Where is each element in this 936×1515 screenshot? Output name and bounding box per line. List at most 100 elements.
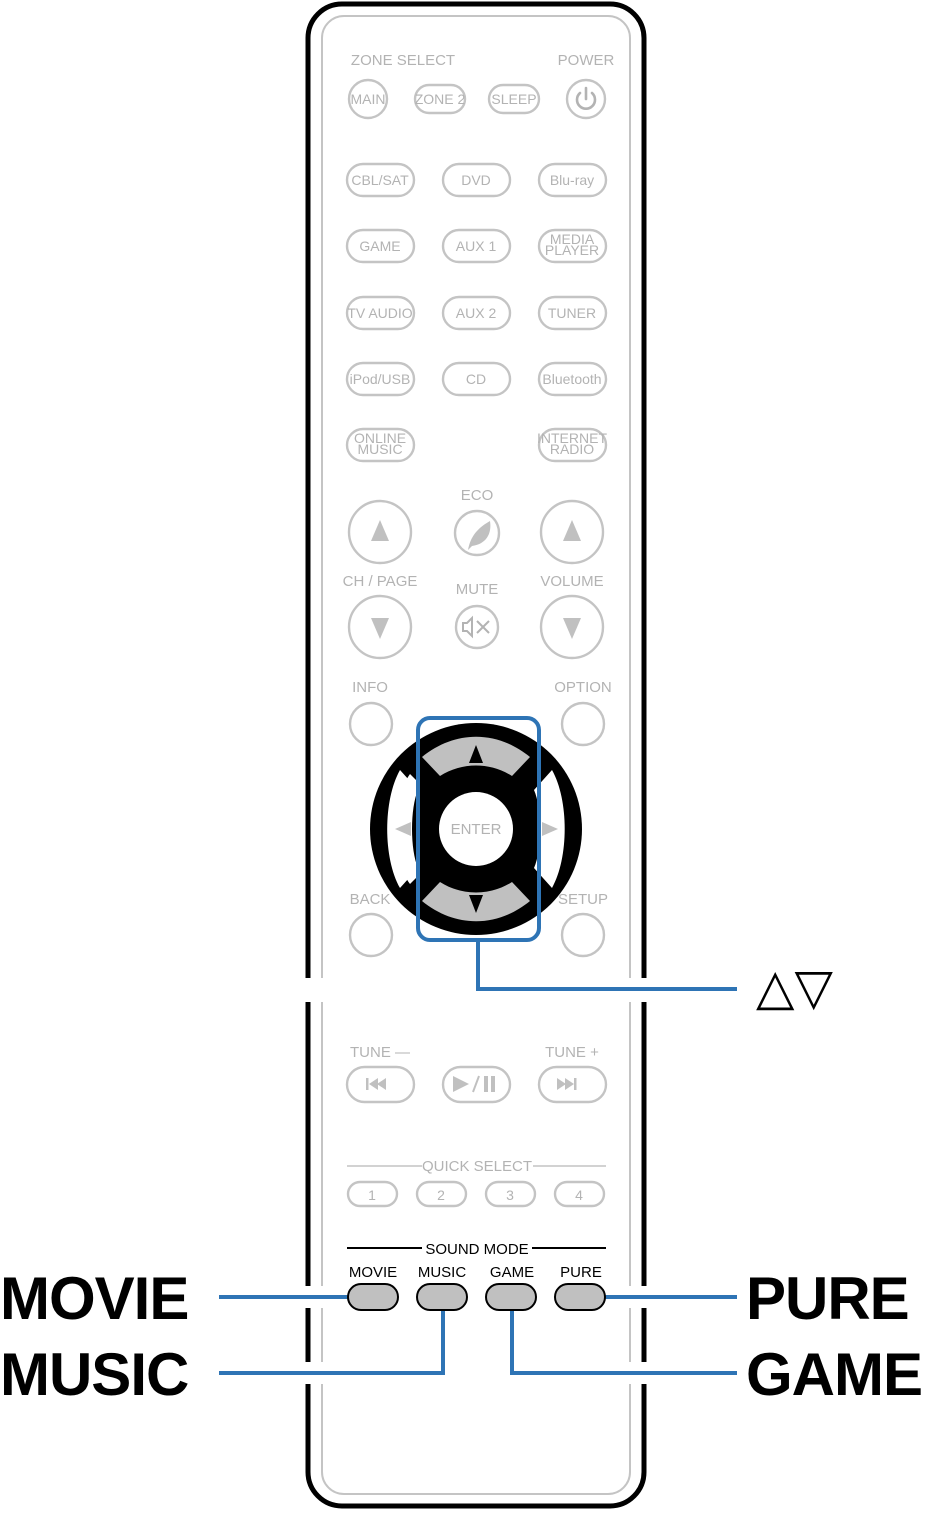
tv-audio-button[interactable]: TV AUDIO (345, 295, 416, 331)
bluray-button[interactable]: Blu-ray (537, 162, 608, 198)
music-button[interactable] (416, 1283, 468, 1311)
quick-select-2-button[interactable]: 2 (415, 1180, 468, 1208)
ch-page-down-button[interactable] (347, 594, 413, 660)
sleep-button[interactable]: SLEEP (487, 83, 541, 115)
up-arrow-icon (371, 520, 389, 541)
ipod-usb-label: iPod/USB (350, 371, 411, 387)
cbl-sat-label: CBL/SAT (351, 172, 409, 188)
eco-button[interactable] (453, 509, 501, 557)
speaker-mute-icon (462, 615, 490, 639)
quick-select-3-button[interactable]: 3 (484, 1180, 537, 1208)
pure-callout: PURE (746, 1265, 910, 1332)
eco-label: ECO (461, 487, 494, 504)
quick-select-label: QUICK SELECT (422, 1158, 532, 1175)
up-arrow-icon (563, 520, 581, 541)
power-button[interactable] (565, 78, 607, 120)
ipod-usb-button[interactable]: iPod/USB (345, 361, 416, 397)
tuner-label: TUNER (548, 305, 596, 321)
tuner-button[interactable]: TUNER (537, 295, 608, 331)
quick-select-2-label: 2 (437, 1187, 445, 1203)
cursor-callout-line (476, 940, 737, 991)
play-pause-button[interactable] (441, 1065, 512, 1104)
down-arrow-icon (371, 618, 389, 639)
cd-label: CD (466, 371, 486, 387)
cursor-up-down-callout: △▽ (756, 958, 833, 1016)
bluray-label: Blu-ray (550, 172, 594, 188)
quick-select-4-button[interactable]: 4 (553, 1180, 606, 1208)
volume-up-button[interactable] (539, 499, 605, 565)
main-button[interactable]: MAIN (347, 78, 389, 120)
quick-select-3-label: 3 (506, 1187, 514, 1203)
zone-select-label: ZONE SELECT (351, 52, 455, 69)
previous-button[interactable] (345, 1065, 416, 1104)
bluetooth-button[interactable]: Bluetooth (537, 361, 608, 397)
right-arrow-icon (542, 822, 558, 836)
pure-button[interactable] (554, 1283, 606, 1311)
previous-icon (366, 1078, 386, 1090)
movie-button-label: MOVIE (349, 1264, 397, 1281)
volume-down-button[interactable] (539, 594, 605, 660)
tune-plus-label: TUNE + (545, 1044, 599, 1061)
quick-select-1-button[interactable]: 1 (346, 1180, 399, 1208)
next-icon (557, 1078, 577, 1090)
cd-button[interactable]: CD (441, 361, 512, 397)
left-arrow-icon (395, 822, 411, 836)
cbl-sat-button[interactable]: CBL/SAT (345, 162, 416, 198)
tv-audio-label: TV AUDIO (347, 305, 412, 321)
aux1-label: AUX 1 (456, 238, 497, 254)
next-button[interactable] (537, 1065, 608, 1104)
info-label: INFO (352, 679, 388, 696)
game-button-label: GAME (490, 1264, 534, 1281)
main-button-label: MAIN (351, 91, 386, 107)
dvd-label: DVD (461, 172, 491, 188)
game-source-label: GAME (359, 238, 400, 254)
back-button[interactable] (348, 912, 394, 958)
ch-page-up-button[interactable] (347, 499, 413, 565)
game-callout-line (510, 1300, 737, 1375)
down-arrow-icon (469, 895, 483, 913)
enter-label: ENTER (451, 821, 502, 838)
mute-label: MUTE (456, 581, 499, 598)
up-arrow-icon (469, 745, 483, 763)
play-pause-icon (453, 1075, 495, 1093)
sound-mode-label: SOUND MODE (425, 1241, 528, 1258)
music-button-label: MUSIC (418, 1264, 467, 1281)
music-callout-line (219, 1300, 445, 1375)
leaf-icon (468, 521, 491, 550)
aux2-label: AUX 2 (456, 305, 497, 321)
back-label: BACK (350, 891, 391, 908)
movie-callout: MOVIE (0, 1265, 189, 1332)
tune-minus-label: TUNE — (350, 1044, 410, 1061)
aux1-button[interactable]: AUX 1 (441, 228, 512, 264)
quick-select-4-label: 4 (575, 1187, 583, 1203)
zone2-button[interactable]: ZONE 2 (413, 83, 467, 115)
game-source-button[interactable]: GAME (345, 228, 416, 264)
setup-label: SETUP (558, 891, 608, 908)
aux2-button[interactable]: AUX 2 (441, 295, 512, 331)
sleep-button-label: SLEEP (491, 91, 536, 107)
zone2-button-label: ZONE 2 (415, 91, 466, 107)
info-button[interactable] (348, 701, 394, 747)
setup-button[interactable] (560, 912, 606, 958)
option-label: OPTION (554, 679, 612, 696)
game-callout: GAME (746, 1341, 923, 1408)
power-label: POWER (558, 52, 615, 69)
bluetooth-label: Bluetooth (542, 371, 601, 387)
power-icon (575, 86, 597, 110)
mute-button[interactable] (454, 604, 500, 650)
enter-button[interactable]: ENTER (439, 792, 513, 866)
down-arrow-icon (563, 618, 581, 639)
dvd-button[interactable]: DVD (441, 162, 512, 198)
pure-button-label: PURE (560, 1264, 602, 1281)
game-button[interactable] (485, 1283, 537, 1311)
music-callout: MUSIC (0, 1341, 189, 1408)
movie-button[interactable] (347, 1283, 399, 1311)
option-button[interactable] (560, 701, 606, 747)
